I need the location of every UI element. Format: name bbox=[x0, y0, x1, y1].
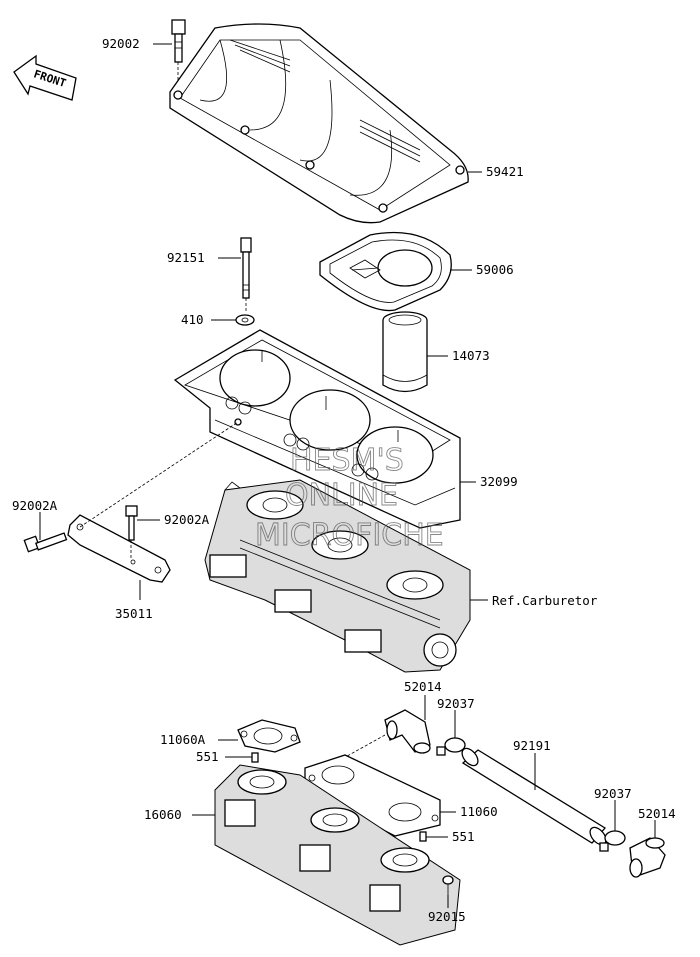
callout-410[interactable]: 410 bbox=[181, 312, 204, 327]
bolt-92002a-bracket bbox=[125, 505, 138, 558]
watermark-line-1: HESM'S bbox=[290, 443, 404, 478]
callout-92037-bottom[interactable]: 92037 bbox=[594, 786, 632, 801]
elbow-52014-top bbox=[339, 709, 431, 761]
callout-11060[interactable]: 11060 bbox=[460, 804, 498, 819]
carburetor-assembly bbox=[204, 479, 471, 673]
case-32099 bbox=[173, 329, 461, 529]
screw-92015 bbox=[442, 875, 454, 895]
callout-11060a[interactable]: 11060A bbox=[160, 732, 206, 747]
clamp-92037-bottom bbox=[599, 830, 626, 852]
clamp-92037-top bbox=[436, 737, 466, 756]
callout-92151[interactable]: 92151 bbox=[167, 250, 205, 265]
elbow-52014-bottom bbox=[629, 837, 666, 878]
callout-551-left[interactable]: 551 bbox=[196, 749, 219, 764]
bracket-35011 bbox=[67, 421, 239, 583]
watermark-line-2: ONLINE bbox=[285, 478, 398, 513]
stud-92151 bbox=[240, 237, 252, 312]
washer-410 bbox=[235, 314, 255, 326]
callout-551-right[interactable]: 551 bbox=[452, 829, 475, 844]
manifold-16060 bbox=[214, 764, 461, 946]
watermark-line-3: MICROFICHE bbox=[255, 518, 444, 553]
filter-14073 bbox=[382, 311, 428, 393]
hose-92191 bbox=[461, 747, 607, 846]
bolt-92002a-left bbox=[23, 532, 68, 553]
callout-16060[interactable]: 16060 bbox=[144, 807, 182, 822]
callout-14073[interactable]: 14073 bbox=[452, 348, 490, 363]
callout-ref-carburetor[interactable]: Ref.Carburetor bbox=[492, 593, 598, 608]
leader-lines bbox=[39, 43, 656, 908]
pin-551-right bbox=[419, 831, 427, 842]
gasket-59006 bbox=[319, 231, 452, 312]
air-cover bbox=[169, 23, 469, 224]
callout-52014-top[interactable]: 52014 bbox=[404, 679, 442, 694]
callout-32099[interactable]: 32099 bbox=[480, 474, 518, 489]
callout-52014-bottom[interactable]: 52014 bbox=[638, 806, 676, 821]
callout-92191[interactable]: 92191 bbox=[513, 738, 551, 753]
pin-551-left bbox=[251, 752, 259, 763]
callout-92002-top[interactable]: 92002 bbox=[102, 36, 140, 51]
callout-92002a-bracket[interactable]: 92002A bbox=[164, 512, 210, 527]
callout-35011[interactable]: 35011 bbox=[115, 606, 153, 621]
gasket-11060a bbox=[237, 719, 301, 753]
callout-92037-top[interactable]: 92037 bbox=[437, 696, 475, 711]
callout-59006[interactable]: 59006 bbox=[476, 262, 514, 277]
front-arrow-icon: FRONT bbox=[13, 54, 77, 101]
callout-59421[interactable]: 59421 bbox=[486, 164, 524, 179]
callout-92015[interactable]: 92015 bbox=[428, 909, 466, 924]
callout-92002a-left[interactable]: 92002A bbox=[12, 498, 58, 513]
